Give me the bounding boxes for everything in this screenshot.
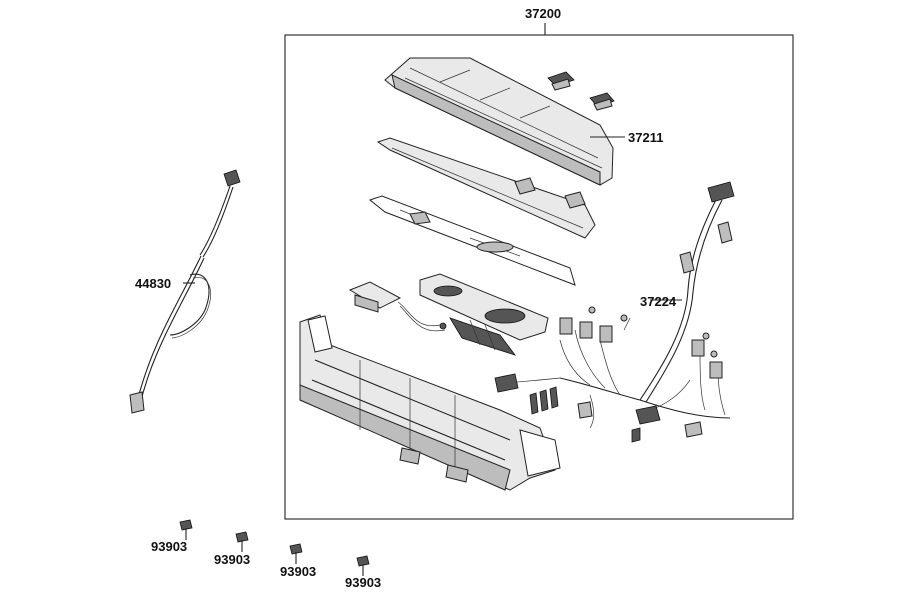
screw-part-number-2: 93903 <box>214 552 251 567</box>
connector-module-part <box>348 281 447 332</box>
speedo-cable-part-number: 44830 <box>135 276 172 291</box>
meter-housing-part <box>299 314 561 491</box>
screw-part-4 <box>356 555 370 576</box>
assembly-frame <box>284 23 794 520</box>
screw-part-number-4: 93903 <box>345 575 382 590</box>
speedo-cable-part <box>129 169 241 414</box>
screw-part-1 <box>179 519 193 540</box>
lens-cover-part-number: 37211 <box>628 130 664 145</box>
screw-part-number-1: 93903 <box>151 539 188 554</box>
wire-harness-part <box>494 181 735 443</box>
circuit-board-part <box>419 273 549 356</box>
screw-part-3 <box>289 543 303 564</box>
face-plate-part <box>368 195 576 286</box>
screw-part-number-3: 93903 <box>280 564 317 579</box>
screw-part-2 <box>235 531 249 552</box>
bezel-part <box>376 137 596 239</box>
wire-harness-part-number: 37224 <box>640 294 677 309</box>
assembly-part-number: 37200 <box>525 6 562 21</box>
lens-clip-parts <box>547 71 615 111</box>
lens-cover-part <box>384 57 625 186</box>
